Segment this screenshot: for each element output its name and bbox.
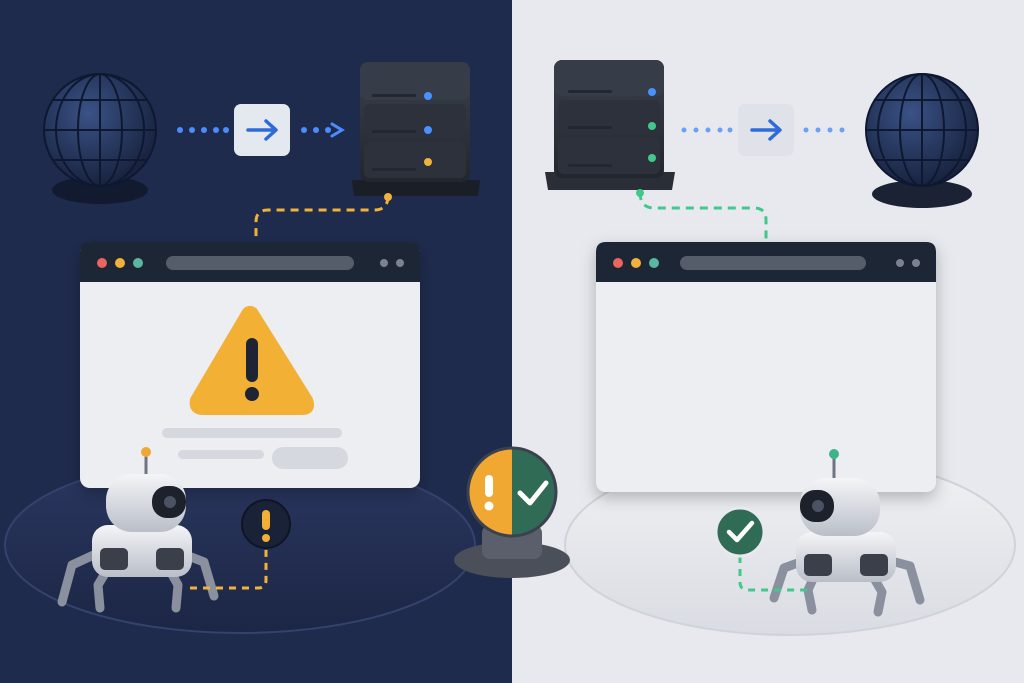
left-server-rack-icon	[352, 62, 480, 196]
badge-exclamation-icon	[485, 475, 494, 511]
left-arrow-right-icon	[234, 104, 290, 156]
left-content-pill	[272, 447, 348, 469]
right-browser-window-icon	[596, 242, 936, 492]
right-globe-icon	[866, 74, 978, 208]
right-server-rack-icon	[545, 60, 675, 190]
left-globe-icon	[44, 74, 156, 204]
right-arrow-right-icon	[738, 104, 794, 156]
right-check-icon	[716, 508, 764, 556]
left-connector-dot	[384, 193, 392, 201]
right-connector-dot	[636, 189, 644, 197]
left-content-line-short	[178, 450, 264, 459]
left-exclamation-icon	[242, 500, 290, 548]
left-content-line	[162, 428, 342, 438]
